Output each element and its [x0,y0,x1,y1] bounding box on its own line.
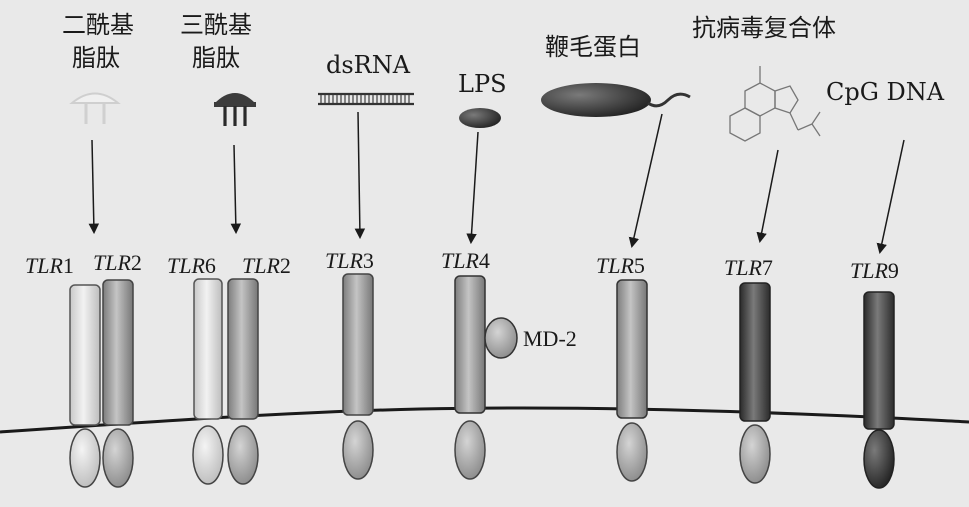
dsrna-icon [318,92,414,106]
triacyl-lipopeptide-label-line2: 脂肽 [192,44,240,72]
diacyl-lipopeptide-label-line2: 脂肽 [72,44,120,72]
arrow-lps-to-tlr4 [466,131,479,245]
tlr1-label: TLR1 [25,253,74,278]
cpg-dna-label: CpG DNA [826,78,945,106]
tlr6-receptor [192,278,224,485]
arrow-flagellin-to-tlr5 [628,113,663,249]
tlr3-label: TLR3 [325,248,374,273]
tlr2-label-right: TLR2 [242,253,291,278]
arrow-triacyl-to-tlr6 [230,144,242,235]
tlr9-receptor [863,291,895,489]
tlr2-receptor-right [227,278,259,485]
tlr3-receptor [342,273,374,480]
lps-label: LPS [458,70,507,98]
tlr2-receptor-left [102,279,134,488]
tlr2-label-left: TLR2 [93,250,142,275]
tlr5-receptor [616,279,648,482]
flagellin-icon [541,83,691,117]
arrow-antiviral-to-tlr7 [756,149,779,244]
tlr4-label: TLR4 [441,248,490,273]
tlr7-receptor [739,282,771,484]
triacyl-lipopeptide-icon [214,93,256,126]
tlr7-label: TLR7 [724,255,773,280]
md2-label: MD-2 [523,326,577,351]
dsrna-label: dsRNA [326,51,411,79]
triacyl-lipopeptide-label-line1: 三酰基 [180,11,252,39]
tlr6-label: TLR6 [167,253,216,278]
arrow-dsrna-to-tlr3 [354,111,366,240]
arrow-diacyl-to-tlr1 [88,139,100,235]
flagellin-label: 鞭毛蛋白 [545,33,641,61]
antiviral-compound-structure-icon [729,66,821,142]
diacyl-lipopeptide-label-line1: 二酰基 [62,11,134,39]
tlr4-receptor [454,275,486,480]
tlr5-label: TLR5 [596,253,645,278]
tlr1-receptor [69,284,101,488]
diacyl-lipopeptide-icon [69,92,121,124]
antiviral-compound-label: 抗病毒复合体 [692,14,836,42]
lps-icon [459,108,501,128]
arrow-cpg-to-tlr9 [876,139,905,255]
md2-coreceptor [484,317,518,359]
tlr9-label: TLR9 [850,258,899,283]
